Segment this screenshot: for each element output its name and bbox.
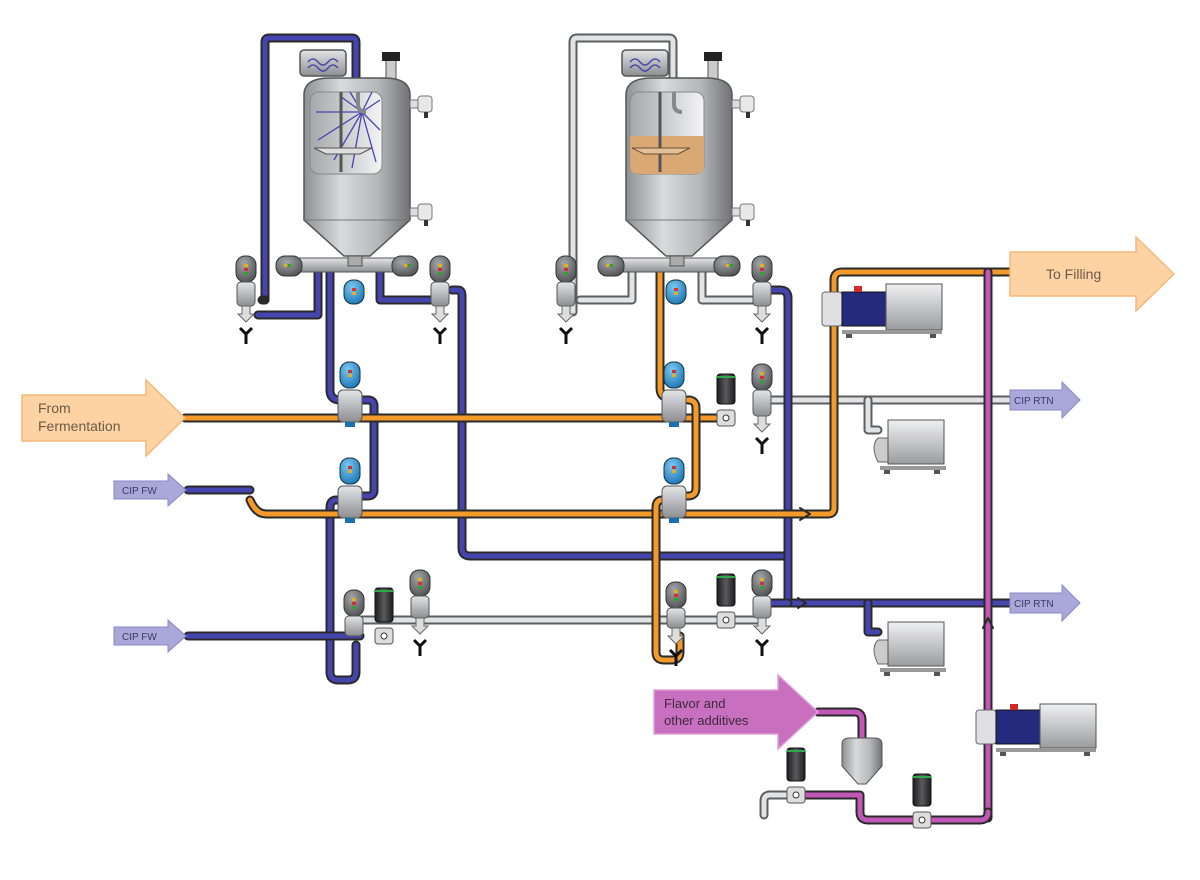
cip-rtn-label-1: CIP RTN <box>1014 396 1054 407</box>
pipe-additive-inlet <box>813 707 867 743</box>
flow-arrowhead-additive <box>982 617 994 629</box>
tank-2-liquid <box>630 136 704 174</box>
flavor-label-line1: Flavor and <box>664 696 725 711</box>
flow-arrowhead-product <box>799 507 811 521</box>
seat-valve-with-drain[interactable] <box>555 255 577 344</box>
mix-proof-valve[interactable] <box>337 361 363 427</box>
to-filling-arrow: To Filling <box>1009 235 1176 313</box>
seat-valve-with-drain[interactable] <box>409 569 431 656</box>
tank-1-window <box>309 91 383 175</box>
level-sensor-icon <box>731 203 755 226</box>
seat-valve-with-drain[interactable] <box>751 569 773 656</box>
seat-valve-with-drain[interactable] <box>665 581 687 666</box>
flavor-label-line2: other additives <box>664 713 749 728</box>
cip-rtn-label-2: CIP RTN <box>1014 599 1054 610</box>
butterfly-valve[interactable] <box>716 573 736 629</box>
level-sensor-icon <box>409 95 433 118</box>
butterfly-valve[interactable] <box>374 587 394 645</box>
flavor-additives-arrow: Flavor and other additives <box>653 673 820 751</box>
centrifugal-pump-cip-rtn-2[interactable] <box>873 621 946 676</box>
positive-displacement-pump-additive[interactable] <box>975 703 1097 756</box>
level-sensor-icon <box>409 203 433 226</box>
heat-exchanger-icon <box>621 49 669 77</box>
cip-fw-arrow-1: CIP FW <box>113 472 187 508</box>
product-pipes <box>180 263 1017 665</box>
seat-valve-with-drain[interactable] <box>429 255 451 344</box>
mix-proof-valve[interactable] <box>661 361 687 427</box>
from-fermentation-arrow: From Fermentation <box>21 378 187 458</box>
pipe-additive-feed <box>801 790 993 825</box>
flow-arrowhead-cip <box>797 597 807 609</box>
seat-valve-with-drain[interactable] <box>751 255 773 344</box>
seat-valve-with-drain[interactable] <box>751 363 773 454</box>
agitator-blade <box>631 147 691 155</box>
positive-displacement-pump-to-filling[interactable] <box>821 283 943 338</box>
tank-1[interactable] <box>299 49 433 257</box>
centrifugal-pump-cip-rtn-1[interactable] <box>873 419 946 474</box>
cip-fw-label-2: CIP FW <box>122 632 157 643</box>
idle-pipes <box>355 33 1015 820</box>
butterfly-valve[interactable] <box>716 373 736 427</box>
heat-exchanger-icon <box>299 49 347 77</box>
level-sensor-icon <box>731 95 755 118</box>
from-fermentation-label-line1: From <box>38 400 71 416</box>
seat-valve-with-drain[interactable] <box>343 589 365 637</box>
from-fermentation-label-line2: Fermentation <box>38 418 120 434</box>
to-filling-label: To Filling <box>1046 266 1101 282</box>
tank-1-outlet-manifold[interactable] <box>275 255 419 305</box>
tank-2-outlet-manifold[interactable] <box>597 255 741 305</box>
cip-rtn-arrow-2: CIP RTN <box>1009 583 1081 623</box>
butterfly-valve[interactable] <box>912 773 932 829</box>
agitator-blade <box>313 147 373 155</box>
mix-proof-valve[interactable] <box>337 457 363 523</box>
cip-fw-label-1: CIP FW <box>122 486 157 497</box>
cip-fw-arrow-2: CIP FW <box>113 618 187 654</box>
seat-valve-with-drain[interactable] <box>235 255 257 344</box>
mix-proof-valve[interactable] <box>661 457 687 523</box>
additive-dosing-tank[interactable] <box>841 737 883 785</box>
cip-rtn-arrow-1: CIP RTN <box>1009 380 1081 420</box>
butterfly-valve[interactable] <box>786 747 806 804</box>
tank-2[interactable] <box>621 49 755 257</box>
